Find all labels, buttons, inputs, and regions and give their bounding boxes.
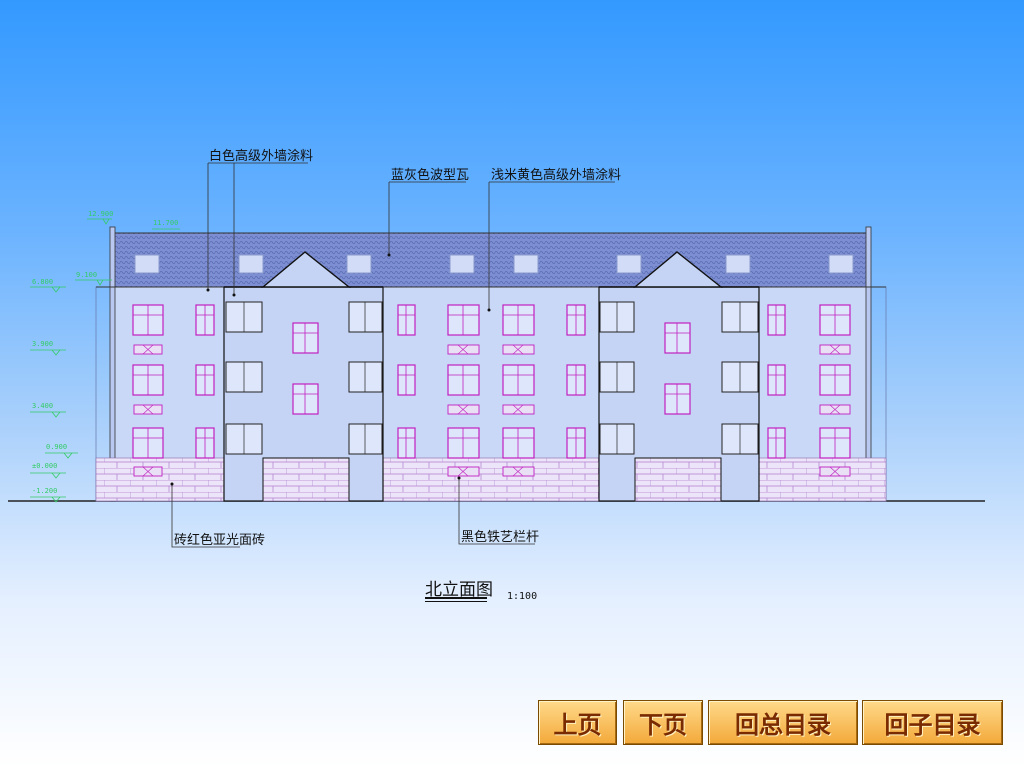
title-underline (425, 597, 487, 599)
brick-base (95, 457, 887, 502)
level-label: 3.900 (32, 340, 54, 348)
annotation-base-brick: 砖红色亚光面砖 (174, 533, 266, 548)
level-label: -1.200 (32, 487, 58, 495)
main-menu-button[interactable]: 回总目录 (708, 700, 858, 745)
next-page-button[interactable]: 下页 (623, 700, 703, 745)
windows-pink (132, 304, 851, 459)
drawing-scale: 1:100 (507, 591, 538, 602)
title-underline (425, 601, 487, 602)
leader-lines (171, 162, 615, 548)
level-label: 3.400 (32, 402, 54, 410)
level-marks (30, 218, 180, 503)
annotation-white-wall-paint: 白色高级外墙涂料 (209, 149, 314, 164)
sub-menu-button[interactable]: 回子目录 (862, 700, 1003, 745)
gables (224, 251, 759, 288)
level-label: 12.900 (88, 210, 114, 218)
annotation-roof-tile: 蓝灰色波型瓦 (391, 168, 470, 183)
level-label: ±0.000 (32, 462, 58, 470)
drawing-title: 北立面图 (425, 580, 493, 600)
level-label: 11.700 (153, 219, 179, 227)
annotation-iron-railing: 黑色铁艺栏杆 (461, 530, 540, 545)
roof (111, 232, 871, 288)
level-label: 0.900 (46, 443, 68, 451)
roof-windows (134, 254, 854, 274)
prev-page-button[interactable]: 上页 (538, 700, 617, 745)
annotation-beige-wall-paint: 浅米黄色高级外墙涂料 (491, 168, 622, 183)
level-label: 6.800 (32, 278, 54, 286)
level-label: 9.100 (76, 271, 98, 279)
